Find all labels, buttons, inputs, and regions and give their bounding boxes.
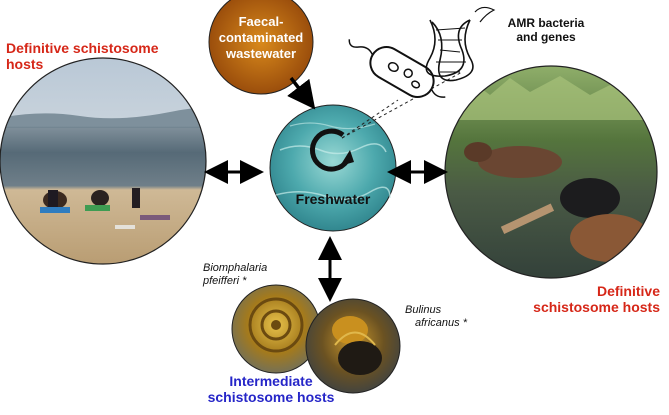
dashed-link-dna — [341, 71, 463, 139]
bacterium-icon — [348, 39, 446, 98]
biomphalaria-label-line1: Biomphalaria — [203, 262, 268, 274]
definitive-hosts-label-right: Definitive schistosome hosts — [520, 283, 660, 315]
intermediate-hosts-label-line1: Intermediate — [229, 373, 313, 389]
amr-label-line1: AMR bacteria — [507, 16, 585, 30]
lake-beach-photo — [0, 58, 206, 264]
definitive-hosts-label-right-line1: Definitive — [596, 283, 660, 299]
circular-arrow-icon — [309, 128, 354, 172]
wastewater-label-line2: contaminated — [218, 30, 304, 45]
bulinus-snail-photo — [306, 299, 400, 393]
wastewater-label: Faecal- contaminated wastewater — [211, 14, 311, 62]
definitive-hosts-label-left-line1: Definitive schistosome — [6, 40, 159, 56]
biomphalaria-label-line2: pfeifferi * — [203, 275, 247, 287]
biomphalaria-snail-photo — [232, 285, 320, 373]
dna-helix-icon — [425, 6, 496, 82]
biomphalaria-label: Biomphalaria pfeifferi * — [203, 262, 293, 288]
amr-label-line2: and genes — [516, 30, 576, 44]
wastewater-photo — [208, 0, 314, 95]
cattle-in-water-photo — [445, 66, 657, 278]
bulinus-label-line1: Bulinus — [405, 304, 442, 316]
intermediate-hosts-label: Intermediate schistosome hosts — [196, 373, 346, 405]
wastewater-to-freshwater-arrow — [287, 76, 316, 110]
wastewater-label-line1: Faecal- — [238, 14, 284, 29]
intermediate-hosts-label-line2: schistosome hosts — [207, 389, 335, 405]
freshwater-label: Freshwater — [295, 191, 371, 207]
definitive-hosts-label-left-line2: hosts — [6, 56, 44, 72]
dashed-link-bacterium — [341, 99, 399, 139]
bulinus-label-line2: africanus * — [415, 317, 467, 329]
bulinus-label: Bulinus africanus * — [405, 304, 485, 330]
definitive-hosts-label-right-line2: schistosome hosts — [533, 299, 660, 315]
wastewater-label-line3: wastewater — [225, 46, 297, 61]
bulinus-snail-photo-border — [305, 298, 401, 394]
amr-label: AMR bacteria and genes — [496, 16, 596, 44]
definitive-hosts-label-left: Definitive schistosome hosts — [6, 40, 166, 72]
